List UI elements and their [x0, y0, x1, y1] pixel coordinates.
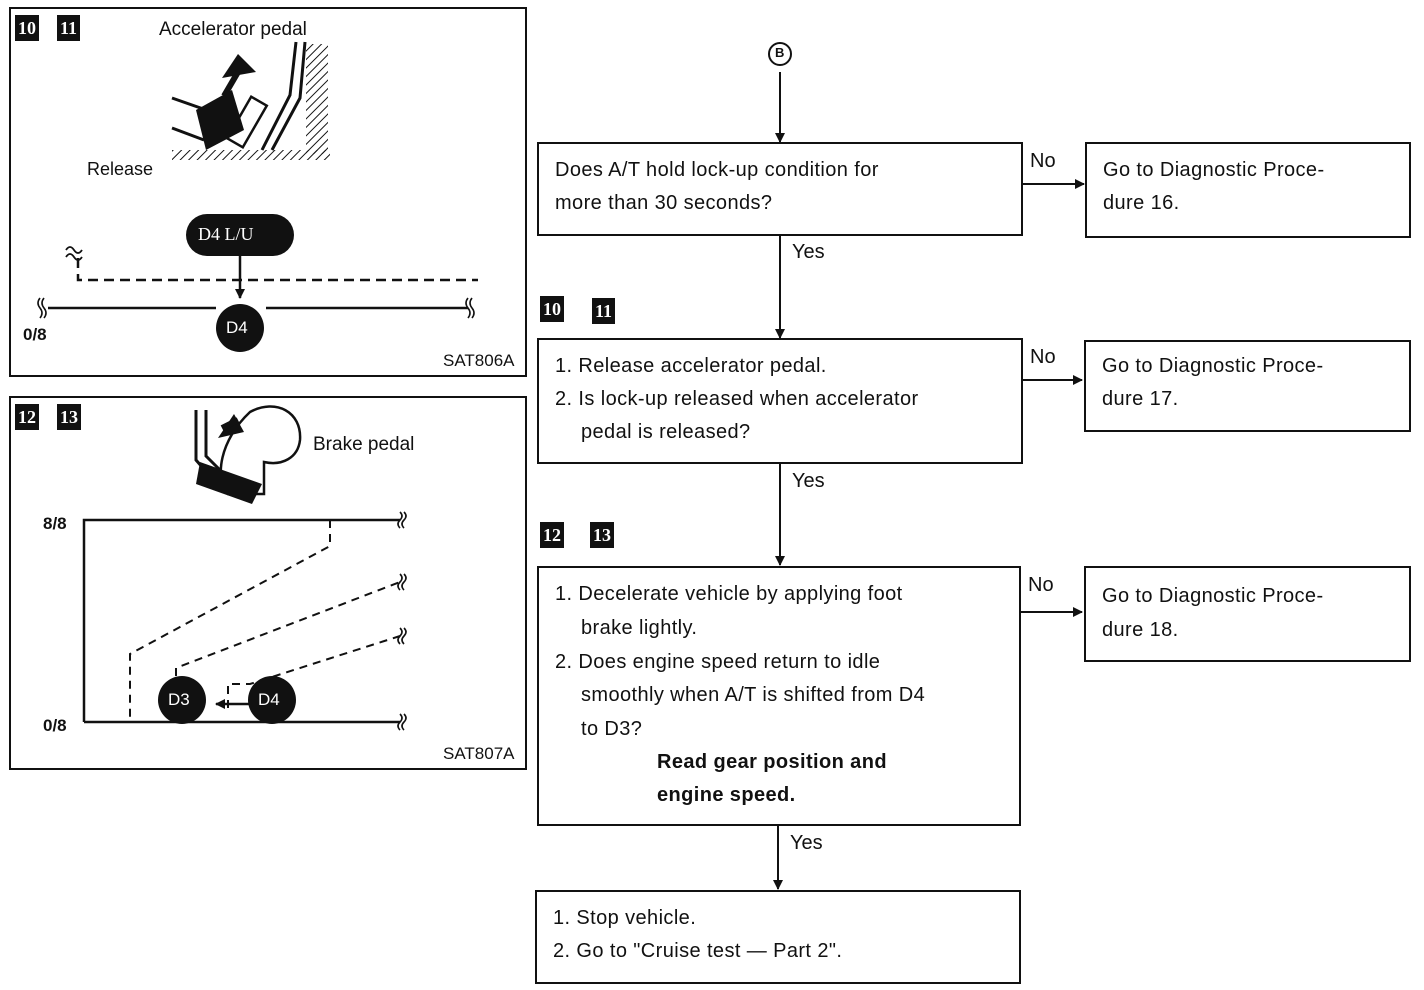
- lockup-graph: [37, 214, 478, 352]
- note-line: Read gear position and: [657, 751, 887, 773]
- step-badge: 12: [540, 522, 564, 548]
- yes-label: Yes: [792, 241, 825, 263]
- result-line: dure 16.: [1103, 192, 1180, 214]
- no-label: No: [1030, 346, 1056, 368]
- connector-circle: [768, 42, 792, 66]
- accelerator-pedal-illustration: [171, 41, 330, 160]
- d4-lu-pill: [186, 214, 294, 256]
- action-line: 2. Go to "Cruise test — Part 2".: [553, 940, 843, 962]
- question-line: 2. Does engine speed return to idle: [555, 651, 881, 673]
- figure-code: SAT807A: [443, 744, 515, 763]
- question-line: 2. Is lock-up released when accelerator: [555, 388, 919, 410]
- step-badge: 11: [592, 298, 616, 324]
- axis-label-bottom: 0/8: [43, 716, 67, 735]
- accelerator-pedal-label: Accelerator pedal: [159, 19, 307, 40]
- step-badge: 10: [540, 296, 564, 322]
- no-label: No: [1030, 150, 1056, 172]
- d4-circle: [248, 676, 296, 724]
- step-badge: 13: [57, 404, 81, 430]
- connector-label: B: [775, 45, 785, 60]
- step-badge: 11: [57, 15, 81, 41]
- result-line: dure 18.: [1102, 619, 1179, 641]
- d3-circle: [158, 676, 206, 724]
- action-box-stop-vehicle: 1. Stop vehicle. 2. Go to "Cruise test —…: [535, 890, 1021, 984]
- action-line: 1. Stop vehicle.: [553, 907, 697, 929]
- question-line: pedal is released?: [581, 421, 751, 443]
- axis-label-zero: 0/8: [23, 325, 47, 344]
- brake-pedal-illustration: [194, 405, 302, 504]
- d4-circle-label: D4: [226, 318, 248, 337]
- no-label: No: [1028, 574, 1054, 596]
- result-box-procedure-18: Go to Diagnostic Proce- dure 18.: [1084, 566, 1411, 662]
- step-badge: 10: [15, 15, 39, 41]
- d3-circle-label: D3: [168, 690, 190, 709]
- release-label: Release: [87, 159, 154, 179]
- question-line: 1. Decelerate vehicle by applying foot: [555, 583, 903, 605]
- question-line: Does A/T hold lock-up condition for: [555, 159, 879, 181]
- illustration-panel-lockup-release: 10 11 Accelerator pedal Release 0/8 SAT8…: [9, 7, 527, 377]
- flow-arrows: [773, 72, 1085, 890]
- question-box-lockup-released: 1. Release accelerator pedal. 2. Is lock…: [537, 338, 1023, 464]
- result-line: dure 17.: [1102, 388, 1179, 410]
- result-line: Go to Diagnostic Proce-: [1103, 159, 1325, 181]
- question-box-engine-speed: 1. Decelerate vehicle by applying foot b…: [537, 566, 1021, 826]
- result-box-procedure-16: Go to Diagnostic Proce- dure 16.: [1085, 142, 1411, 238]
- result-line: Go to Diagnostic Proce-: [1102, 585, 1324, 607]
- step-badge: 13: [590, 522, 614, 548]
- note-line: engine speed.: [657, 784, 796, 806]
- result-box-procedure-17: Go to Diagnostic Proce- dure 17.: [1084, 340, 1411, 432]
- brake-pedal-label: Brake pedal: [313, 434, 415, 455]
- question-box-hold-lockup: Does A/T hold lock-up condition for more…: [537, 142, 1023, 236]
- result-line: Go to Diagnostic Proce-: [1102, 355, 1324, 377]
- figure-code: SAT806A: [443, 351, 515, 370]
- question-line: more than 30 seconds?: [555, 192, 773, 214]
- downshift-graph: [82, 511, 407, 731]
- d4-lu-pill-label: D4 L/U: [198, 224, 254, 244]
- axis-label-top: 8/8: [43, 514, 67, 533]
- d4-circle-label: D4: [258, 690, 280, 709]
- yes-label: Yes: [792, 470, 825, 492]
- yes-label: Yes: [790, 832, 823, 854]
- question-line: brake lightly.: [581, 617, 698, 639]
- question-line: 1. Release accelerator pedal.: [555, 355, 827, 377]
- question-line: smoothly when A/T is shifted from D4: [581, 684, 926, 706]
- step-badge: 12: [15, 404, 39, 430]
- question-line: to D3?: [581, 718, 643, 740]
- d4-circle: [216, 304, 264, 352]
